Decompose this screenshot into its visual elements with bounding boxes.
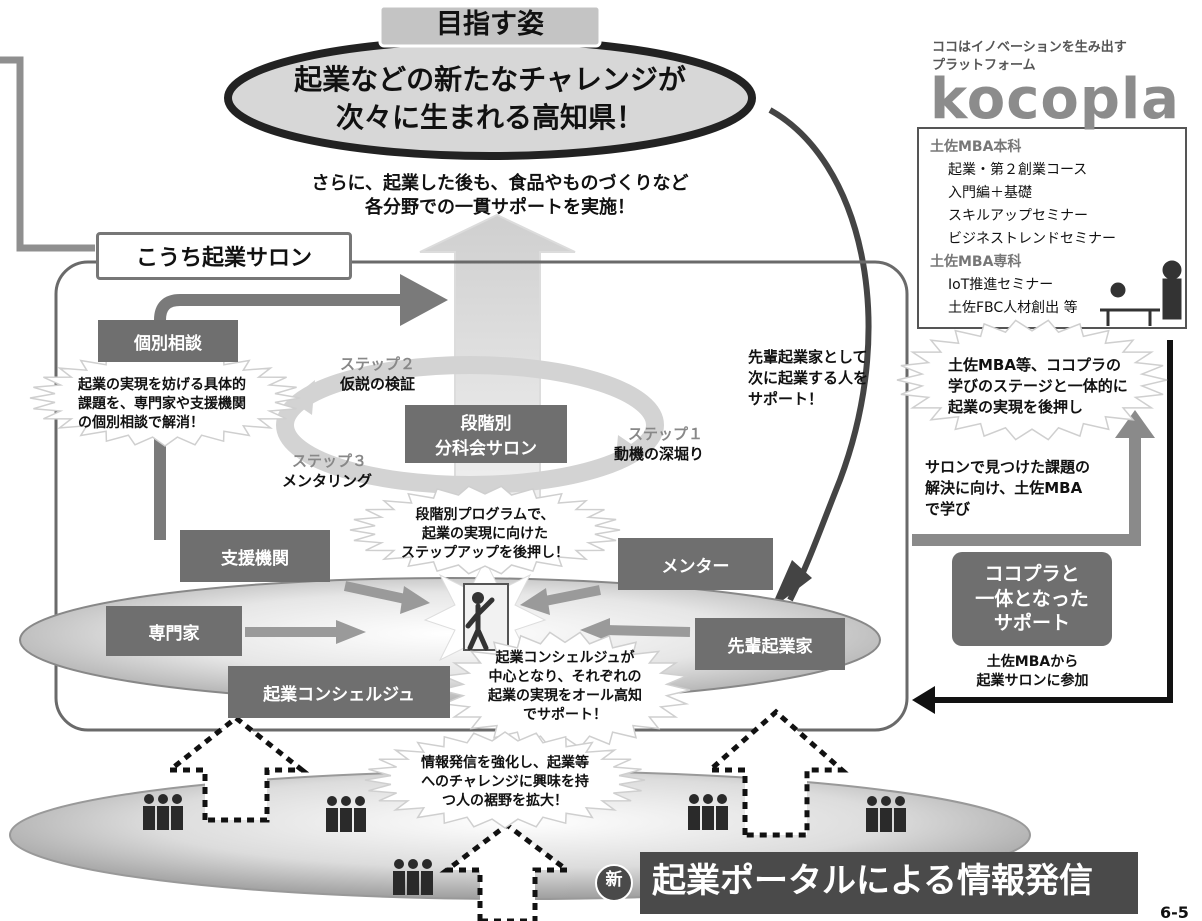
kocopla-support-box: ココプラと 一体となった サポート	[952, 552, 1112, 646]
kocopla-tagline-line2: プラットフォーム	[932, 58, 1036, 73]
join-note-line2: 起業サロンに参加	[976, 673, 1089, 689]
kocopla-list-item: スキルアップセミナー	[948, 208, 1088, 224]
senior-note-line2: 次に起業する人を	[748, 369, 869, 387]
kocopla-logo: kocopla	[930, 67, 1180, 132]
senior-note-line1: 先輩起業家として	[748, 348, 868, 366]
goal-ellipse-line2: 次々に生まれる高知県！	[335, 101, 644, 134]
concierge-burst-line3: 起業の実現をオール高知	[488, 688, 642, 704]
support-box-line3: サポート	[993, 612, 1070, 635]
goal-to-salon-curve	[768, 107, 872, 602]
entrance-door	[463, 583, 509, 651]
salon-issue-line1: サロンで見つけた課題の	[925, 458, 1091, 476]
consult-burst-line3: の個別相談で解消！	[78, 415, 204, 431]
step-cycle-ring	[276, 356, 664, 494]
mba-to-salon-line	[930, 340, 1173, 703]
consult-loop-line	[154, 294, 410, 540]
step1-text: 動機の深堀り	[614, 445, 705, 463]
info-burst-shape	[364, 731, 646, 829]
support-box-line1: ココプラと	[984, 562, 1080, 585]
person-figure	[465, 597, 495, 651]
goal-ellipse-line1: 起業などの新たなチャレンジが	[294, 63, 686, 96]
consult-box: 個別相談	[98, 320, 238, 362]
step1-title: ステップ１	[628, 425, 704, 443]
portal-banner-bg	[640, 852, 1138, 914]
kocopla-list-heading: 土佐MBA本科	[930, 139, 1022, 155]
concierge-burst-line4: でサポート！	[523, 707, 607, 723]
page-number: 6-5	[1160, 903, 1189, 921]
program-burst-shape	[349, 485, 621, 575]
expert-text: 専門家	[148, 623, 200, 644]
left-connector-line	[0, 56, 95, 252]
support-box-line2: 一体となった	[975, 587, 1089, 610]
salon-frame	[54, 260, 909, 732]
info-burst-line2: へのチャレンジに興味を持	[421, 774, 589, 790]
kocopla-list-item: 土佐FBC人材創出 等	[948, 300, 1078, 316]
salon-label-text: こうち起業サロン	[135, 246, 312, 271]
new-badge: 新	[605, 870, 623, 890]
center-box-line2: 分科会サロン	[435, 439, 537, 459]
new-badge-circle	[595, 864, 633, 902]
expert-box: 専門家	[106, 606, 242, 656]
center-box-line1: 段階別	[460, 414, 512, 434]
step3-title: ステップ３	[292, 452, 368, 470]
join-note-line1: 土佐MBAから	[986, 654, 1079, 670]
kocopla-list-item: ビジネストレンドセミナー	[948, 231, 1116, 247]
mba-burst-line2: 学びのステージと一体的に	[948, 377, 1128, 395]
mba-burst-line3: 起業の実現を後押し	[948, 398, 1084, 416]
after-support-line2: 各分野での一貫サポートを実施！	[365, 197, 635, 218]
goal-title-plate	[378, 4, 602, 48]
info-burst-line3: つ人の裾野を拡大！	[442, 793, 568, 809]
kocopla-list-item: 起業・第２創業コース	[948, 162, 1088, 178]
people-groups	[143, 794, 906, 895]
concierge-box: 起業コンシェルジュ	[228, 666, 450, 718]
dotted-up-arrows	[162, 708, 849, 921]
step3-text: メンタリング	[282, 472, 373, 490]
consult-burst-line2: 課題を、専門家や支援機関	[78, 396, 246, 412]
kocopla-list-heading: 土佐MBA専科	[930, 254, 1022, 270]
consult-box-text: 個別相談	[134, 333, 202, 354]
kocopla-tagline-line1: ココはイノベーションを生み出す	[932, 40, 1127, 55]
center-salon-box: 段階別 分科会サロン	[405, 405, 567, 463]
kocopla-course-list: 土佐MBA本科起業・第２創業コース入門編＋基礎スキルアップセミナービジネストレン…	[930, 136, 1180, 320]
portal-banner-text: 起業ポータルによる情報発信	[652, 861, 1093, 901]
salon-issue-line3: で学び	[925, 500, 971, 518]
mba-burst-shape	[896, 319, 1168, 441]
step2-text: 仮説の検証	[340, 375, 416, 393]
classroom-icon	[1100, 260, 1182, 326]
program-burst-line2: 起業の実現に向けた	[422, 526, 548, 542]
support-org-box: 支援機関	[180, 530, 330, 582]
salon-issue-line2: 解決に向け、土佐MBA	[925, 479, 1083, 497]
concierge-burst-line1: 起業コンシェルジュが	[495, 650, 635, 666]
mentor-text: メンター	[661, 556, 730, 577]
concierge-burst-line2: 中心となり、それぞれの	[488, 669, 642, 685]
kocopla-list-item: IoT推進セミナー	[948, 277, 1054, 293]
goal-title: 目指す姿	[436, 9, 544, 40]
support-org-text: 支援機関	[221, 548, 289, 569]
mentor-box: メンター	[618, 538, 773, 590]
kocopla-list-item: 入門編＋基礎	[948, 185, 1032, 201]
after-support-line1: さらに、起業した後も、食品やものづくりなど	[311, 173, 689, 194]
info-burst-line1: 情報発信を強化し、起業等	[421, 755, 589, 771]
senior-entrepreneur-text: 先輩起業家	[727, 636, 813, 657]
kocopla-course-list-frame	[917, 127, 1187, 329]
consult-burst-line1: 起業の実現を妨げる具体的	[78, 377, 246, 393]
mba-burst-line1: 土佐MBA等、ココプラの	[948, 356, 1121, 374]
program-burst-line3: ステップアップを後押し！	[401, 545, 569, 561]
goal-ellipse	[224, 36, 756, 160]
step2-title: ステップ２	[340, 355, 416, 373]
salon-label: こうち起業サロン	[96, 232, 352, 280]
concierge-text: 起業コンシェルジュ	[263, 684, 415, 705]
program-burst-line1: 段階別プログラムで、	[415, 507, 555, 523]
senior-note-line3: サポート！	[748, 390, 824, 408]
senior-entrepreneur-box: 先輩起業家	[695, 618, 845, 670]
